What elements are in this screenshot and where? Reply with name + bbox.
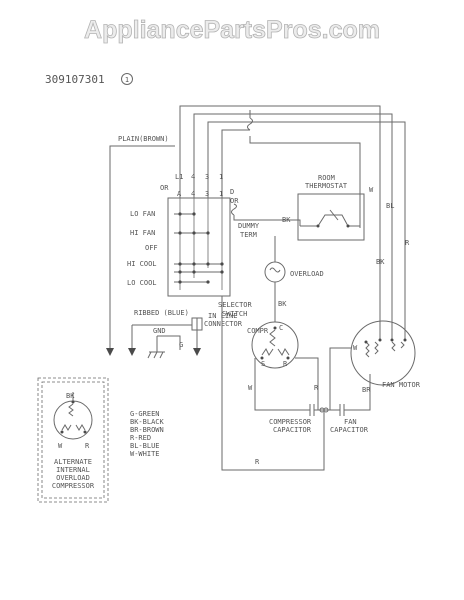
label-w-right: W	[369, 186, 374, 194]
label-hi-cool: HI COOL	[127, 260, 157, 268]
label-term-d: D	[230, 188, 234, 196]
label-alt-1: ALTERNATE	[54, 458, 92, 466]
doc-number: 309107301	[45, 73, 105, 86]
label-term-1: 1	[219, 173, 223, 181]
label-selector-2: SWITCH	[222, 310, 247, 318]
label-term-a: A	[177, 190, 182, 198]
capacitors	[221, 296, 371, 471]
label-hi-fan: HI FAN	[130, 229, 155, 237]
label-bl: BL	[386, 202, 394, 210]
label-comp-cap-2: CAPACITOR	[273, 426, 312, 434]
label-bk-thermo: BK	[282, 216, 291, 224]
label-fan-cap-1: FAN	[344, 418, 357, 426]
compressor	[251, 321, 319, 411]
plain-brown-wire	[106, 145, 175, 356]
label-lo-cool: LO COOL	[127, 279, 157, 287]
legend-item: R-RED	[130, 434, 151, 442]
top-harness-wires	[179, 105, 406, 340]
legend-item: BK-BLACK	[130, 418, 165, 426]
label-lo-fan: LO FAN	[130, 210, 155, 218]
revision-circle-icon	[121, 73, 133, 85]
label-overload: OVERLOAD	[290, 270, 324, 278]
label-r-compr2: R	[314, 384, 319, 392]
label-bk-right: BK	[376, 258, 385, 266]
label-term-l1: L1	[175, 173, 183, 181]
label-r-bottom: R	[255, 458, 260, 466]
legend-item: W-WHITE	[130, 450, 160, 458]
legend-item: BR-BROWN	[130, 426, 164, 434]
label-ribbed-blue: RIBBED (BLUE)	[134, 309, 189, 317]
color-legend: G-GREEN BK-BLACK BR-BROWN R-RED BL-BLUE …	[130, 410, 165, 458]
watermark-text: AppliancePartsPros.com	[84, 16, 380, 44]
label-alt-2: INTERNAL	[56, 466, 90, 474]
label-term-3b: 3	[205, 190, 209, 198]
label-alt-4: COMPRESSOR	[52, 482, 95, 490]
label-term-3: 3	[205, 173, 209, 181]
alternate-compressor	[37, 377, 109, 503]
label-compr: COMPR	[247, 327, 269, 335]
label-r-right: R	[405, 239, 410, 247]
label-thermostat-1: ROOM	[318, 174, 335, 182]
label-plain-brown: PLAIN(BROWN)	[118, 135, 169, 143]
label-g-gnd: G	[179, 341, 183, 349]
label-term-4: 4	[191, 173, 195, 181]
label-c: C	[279, 324, 283, 332]
label-or-left: OR	[160, 184, 169, 192]
label-in-line-1: IN LINE	[208, 312, 238, 320]
label-alt-3: OVERLOAD	[56, 474, 90, 482]
label-s: S	[261, 360, 265, 368]
label-r-compr: R	[283, 360, 288, 368]
legend-item: G-GREEN	[130, 410, 160, 418]
label-off: OFF	[145, 244, 158, 252]
label-fan-cap-2: CAPACITOR	[330, 426, 369, 434]
label-alt-r: R	[85, 442, 90, 450]
ground	[147, 335, 181, 359]
fan-motor	[329, 320, 416, 410]
dummy-terminal	[231, 203, 301, 226]
label-selector-1: SELECTOR	[218, 301, 253, 309]
label-term-or: OR	[230, 197, 239, 205]
label-thermostat-2: THERMOSTAT	[305, 182, 348, 190]
label-fan-motor: FAN MOTOR	[382, 381, 421, 389]
label-dummy-1: DUMMY	[238, 222, 260, 230]
label-comp-cap-1: COMPRESSOR	[269, 418, 312, 426]
label-in-line-2: CONNECTOR	[204, 320, 243, 328]
label-term-4b: 4	[191, 190, 195, 198]
label-w-compr: W	[248, 384, 253, 392]
label-dummy-2: TERM	[240, 231, 257, 239]
ribbed-blue-wire	[128, 317, 203, 356]
label-w-fan: W	[353, 344, 358, 352]
label-br: BR	[362, 386, 371, 394]
overload	[264, 236, 286, 322]
label-bk-alt: BK	[66, 392, 75, 400]
selector-switch	[167, 197, 231, 297]
label-term-1b: 1	[219, 190, 223, 198]
label-bk-mid: BK	[278, 300, 287, 308]
revision-mark: 1	[125, 76, 129, 84]
room-thermostat	[297, 193, 365, 241]
label-alt-w: W	[58, 442, 63, 450]
label-gnd: GND	[153, 327, 166, 335]
legend-item: BL-BLUE	[130, 442, 160, 450]
